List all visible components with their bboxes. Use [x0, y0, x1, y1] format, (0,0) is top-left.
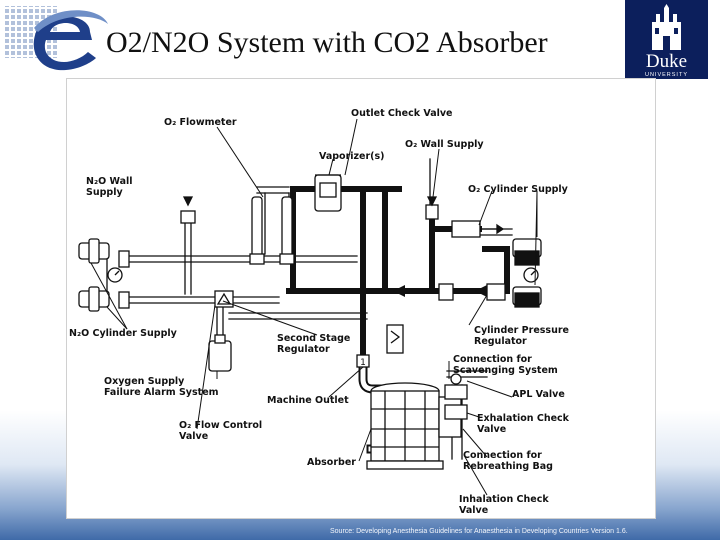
source-citation: Source: Developing Anesthesia Guidelines…	[330, 528, 628, 535]
label-o2-cylinder-supply: O₂ Cylinder Supply	[468, 184, 568, 195]
label-outlet-check-valve: Outlet Check Valve	[351, 108, 453, 119]
svg-text:1: 1	[360, 358, 366, 368]
label-n2o-cylinder-supply: N₂O Cylinder Supply	[69, 328, 177, 339]
label-o2-flowmeter: O₂ Flowmeter	[164, 117, 237, 128]
n2o-cylinders	[78, 238, 130, 312]
e-logo	[4, 6, 108, 71]
schematic-diagram: 1	[66, 78, 656, 519]
duke-sub: UNIVERSITY	[645, 72, 688, 78]
check-valves: 1	[356, 285, 487, 368]
leader-lines	[90, 118, 538, 496]
label-oxygen-supply-failure: Oxygen Supply Failure Alarm System	[104, 376, 219, 398]
label-n2o-wall-supply: N₂O Wall Supply	[86, 176, 133, 198]
flowmeters	[249, 196, 295, 265]
second-stage-regulator	[214, 290, 234, 308]
label-inhalation-check: Inhalation Check Valve	[459, 494, 549, 516]
o2-cylinders	[438, 238, 542, 308]
label-second-stage-regulator: Second Stage Regulator	[277, 333, 351, 355]
apl-valve-assembly	[444, 373, 468, 420]
label-o2-wall-supply: O₂ Wall Supply	[405, 139, 484, 150]
label-machine-outlet: Machine Outlet	[267, 395, 349, 406]
o2-wall-valve	[425, 196, 439, 220]
label-connection-rebreathing: Connection for Rebreathing Bag	[463, 450, 553, 472]
label-vaporizers: Vaporizer(s)	[319, 151, 385, 162]
label-cylinder-pressure-regulator: Cylinder Pressure Regulator	[474, 325, 569, 347]
o2-supply-connector	[451, 220, 505, 238]
absorber-canister	[366, 382, 462, 470]
duke-wordmark: Duke	[646, 51, 687, 72]
vaporizer	[314, 174, 342, 212]
label-absorber: Absorber	[307, 457, 356, 468]
label-apl-valve: APL Valve	[512, 389, 565, 400]
schematic-drawing: 1	[78, 118, 542, 496]
alarm-canister	[208, 334, 232, 372]
label-connection-scavenging: Connection for Scavenging System	[453, 354, 558, 376]
label-exhalation-check: Exhalation Check Valve	[477, 413, 569, 435]
cylinder-regulator	[386, 324, 404, 354]
duke-logo: Duke UNIVERSITY	[625, 0, 708, 79]
n2o-wall-valve	[180, 196, 196, 224]
slide-title: O2/N2O System with CO2 Absorber	[106, 26, 548, 59]
label-o2-flow-control: O₂ Flow Control Valve	[179, 420, 263, 442]
